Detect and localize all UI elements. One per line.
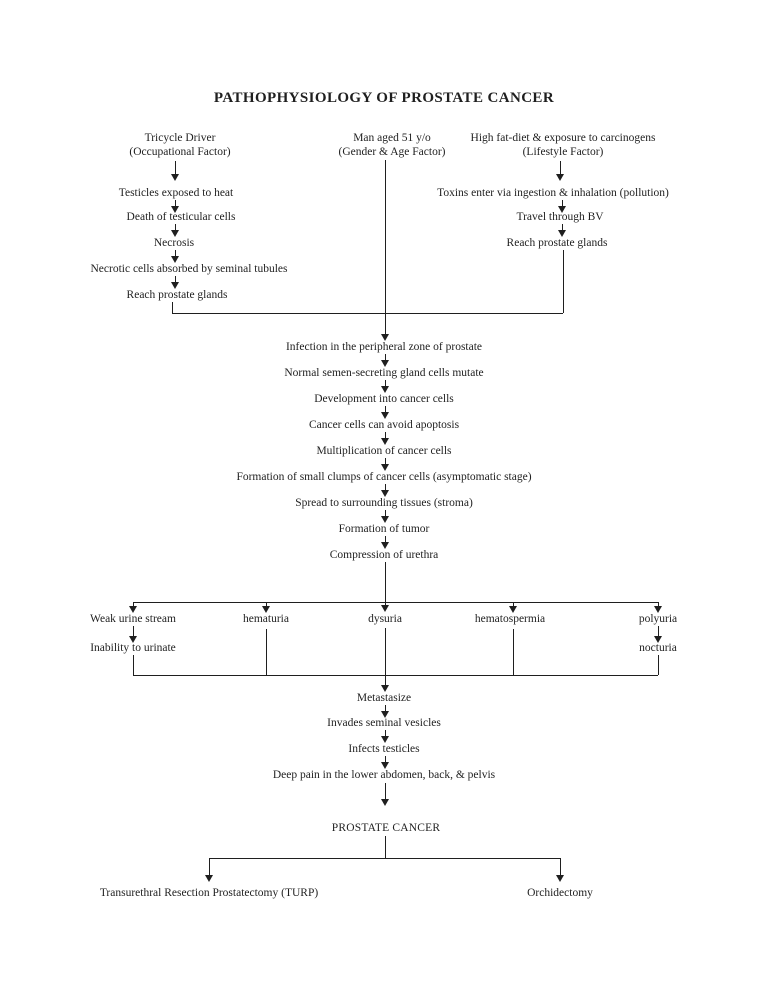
flow-arrow (381, 406, 389, 419)
factor-gender-age-line1: Man aged 51 y/o (353, 132, 431, 144)
connector-line (563, 250, 564, 313)
node-compression-of-urethra: Compression of urethra (329, 549, 439, 561)
flow-arrow (381, 562, 389, 612)
connector-line (658, 655, 659, 675)
node-deep-pain: Deep pain in the lower abdomen, back, & … (272, 769, 496, 781)
flow-arrow (205, 858, 213, 882)
node-prostate-cancer: PROSTATE CANCER (331, 822, 441, 834)
treatment-turp: Transurethral Resection Prostatectomy (T… (99, 887, 319, 899)
flow-arrow (556, 858, 564, 882)
flow-arrow (129, 626, 137, 643)
factor-gender-age-line2: (Gender & Age Factor) (338, 146, 446, 158)
flow-arrow (381, 380, 389, 393)
node-infects-testicles: Infects testicles (348, 743, 420, 755)
flow-arrow (381, 628, 389, 692)
page-title: PATHOPHYSIOLOGY OF PROSTATE CANCER (213, 90, 555, 106)
flow-arrow (381, 730, 389, 743)
symptom-weak-urine-stream: Weak urine stream (90, 613, 176, 625)
node-spread-to-stroma: Spread to surrounding tissues (stroma) (295, 497, 473, 509)
flow-arrow (381, 510, 389, 523)
flow-arrow (381, 160, 389, 341)
node-reach-prostate-glands-left: Reach prostate glands (126, 289, 228, 301)
factor-occupational-line1: Tricycle Driver (144, 132, 216, 144)
flow-arrow (381, 432, 389, 445)
flow-arrow (381, 484, 389, 497)
connector-line (266, 629, 267, 675)
flow-arrow (262, 602, 270, 613)
factor-gender-age: Man aged 51 y/o (Gender & Age Factor) (339, 131, 446, 159)
flow-arrow (381, 458, 389, 471)
node-infection-peripheral-zone: Infection in the peripheral zone of pros… (285, 341, 483, 353)
flow-arrow (381, 783, 389, 806)
flow-arrow (171, 161, 179, 181)
factor-lifestyle-line2: (Lifestyle Factor) (522, 146, 604, 158)
flow-arrow (556, 161, 564, 181)
node-necrotic-cells-absorbed: Necrotic cells absorbed by seminal tubul… (90, 263, 288, 275)
factor-lifestyle-line1: High fat-diet & exposure to carcinogens (470, 132, 656, 144)
flow-arrow (381, 354, 389, 367)
symptom-polyuria: polyuria (638, 613, 678, 625)
symptom-hematospermia: hematospermia (474, 613, 546, 625)
connector-line (209, 858, 560, 859)
node-multiplication-of-cancer-cells: Multiplication of cancer cells (316, 445, 452, 457)
connector-line (133, 675, 658, 676)
connector-line (385, 836, 386, 858)
connector-line (172, 313, 563, 314)
flow-arrow (558, 224, 566, 237)
symptom-dysuria: dysuria (368, 613, 402, 625)
node-formation-of-tumor: Formation of tumor (338, 523, 430, 535)
flow-arrow (171, 276, 179, 289)
flow-arrow (558, 200, 566, 213)
connector-line (513, 629, 514, 675)
connector-line (133, 602, 658, 603)
node-testicles-exposed-to-heat: Testicles exposed to heat (118, 187, 234, 199)
node-travel-through-bv: Travel through BV (516, 211, 604, 223)
factor-occupational-line2: (Occupational Factor) (129, 146, 231, 158)
flow-arrow (654, 602, 662, 613)
node-invades-seminal-vesicles: Invades seminal vesicles (327, 717, 441, 729)
node-small-clumps-asymptomatic: Formation of small clumps of cancer cell… (236, 471, 532, 483)
symptom-inability-to-urinate: Inability to urinate (90, 642, 176, 654)
node-reach-prostate-glands-right: Reach prostate glands (506, 237, 608, 249)
factor-occupational: Tricycle Driver (Occupational Factor) (129, 131, 230, 159)
flow-arrow (171, 200, 179, 213)
flow-arrow (381, 536, 389, 549)
node-development-into-cancer-cells: Development into cancer cells (314, 393, 454, 405)
factor-lifestyle: High fat-diet & exposure to carcinogens … (471, 131, 656, 159)
node-metastasize: Metastasize (356, 692, 412, 704)
flow-arrow (171, 250, 179, 263)
node-death-of-testicular-cells: Death of testicular cells (126, 211, 236, 223)
node-toxins-enter: Toxins enter via ingestion & inhalation … (437, 187, 669, 199)
node-avoid-apoptosis: Cancer cells can avoid apoptosis (308, 419, 460, 431)
node-necrosis: Necrosis (153, 237, 195, 249)
symptom-nocturia: nocturia (639, 642, 677, 654)
node-gland-cells-mutate: Normal semen-secreting gland cells mutat… (284, 367, 484, 379)
flow-arrow (129, 602, 137, 613)
flow-arrow (654, 626, 662, 643)
treatment-orchidectomy: Orchidectomy (527, 887, 593, 899)
symptom-hematuria: hematuria (243, 613, 289, 625)
connector-line (133, 655, 134, 675)
flow-arrow (381, 756, 389, 769)
connector-line (172, 302, 173, 313)
flow-arrow (171, 224, 179, 237)
flow-arrow (381, 705, 389, 718)
flow-arrow (509, 602, 517, 613)
